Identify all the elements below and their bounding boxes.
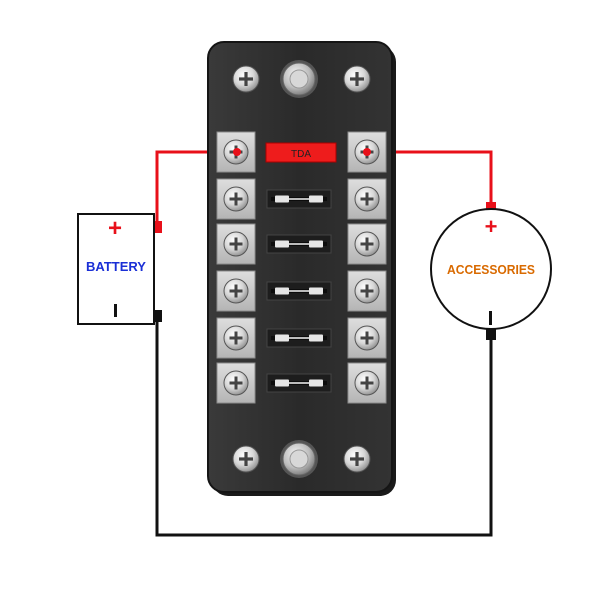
top-mount — [232, 60, 371, 98]
terminal-screw-icon — [347, 362, 387, 404]
blade-fuse-icon — [266, 281, 332, 301]
fuse-block: TDA — [207, 41, 396, 496]
terminal-screw-icon — [347, 223, 387, 265]
accessories-minus-sign — [489, 311, 492, 325]
bus-label-background — [265, 142, 337, 163]
phillips-screw-icon — [232, 65, 260, 93]
battery-minus-sign — [114, 304, 117, 317]
phillips-screw-icon — [343, 65, 371, 93]
terminal-screw-icon — [216, 178, 256, 220]
blade-fuse-icon — [266, 328, 332, 348]
blade-fuse-icon — [266, 189, 332, 209]
bus-bar: TDA — [265, 142, 337, 163]
wire-connection-dot — [233, 148, 241, 156]
terminal-columns — [216, 131, 387, 404]
terminal-screw-icon — [347, 270, 387, 312]
accessories-negative-terminal — [486, 328, 496, 340]
mounting-stud-icon — [280, 440, 318, 478]
accessories-positive-wire — [367, 150, 493, 207]
terminal-screw-icon — [216, 270, 256, 312]
battery-label: BATTERY — [86, 259, 146, 274]
blade-fuse-icon — [266, 234, 332, 254]
battery-negative-terminal — [152, 310, 162, 322]
terminal-screw-icon — [347, 178, 387, 220]
battery: + BATTERY — [77, 213, 155, 325]
phillips-screw-icon — [343, 445, 371, 473]
bottom-mount — [232, 440, 371, 478]
ground-return-wire — [155, 316, 493, 537]
blade-fuse-icon — [266, 373, 332, 393]
terminal-screw-icon — [216, 317, 256, 359]
fuse-block-body — [207, 41, 393, 493]
accessories-plus-sign: + — [485, 214, 498, 239]
accessories-load: + ACCESSORIES — [430, 208, 552, 330]
battery-positive-terminal — [152, 221, 162, 233]
wire-connection-dot — [363, 148, 371, 156]
terminal-screw-icon — [216, 362, 256, 404]
phillips-screw-icon — [232, 445, 260, 473]
battery-plus-sign: + — [108, 215, 122, 242]
terminal-screw-icon — [347, 317, 387, 359]
terminal-screw-icon — [216, 223, 256, 265]
negative-wire — [152, 310, 496, 537]
accessories-label: ACCESSORIES — [447, 262, 535, 277]
bus-terminal-screw-icon — [347, 131, 387, 173]
fuse-slots — [266, 189, 332, 393]
mounting-stud-icon — [280, 60, 318, 98]
accessories-circle — [430, 208, 552, 330]
bus-label: TDA — [291, 149, 311, 160]
